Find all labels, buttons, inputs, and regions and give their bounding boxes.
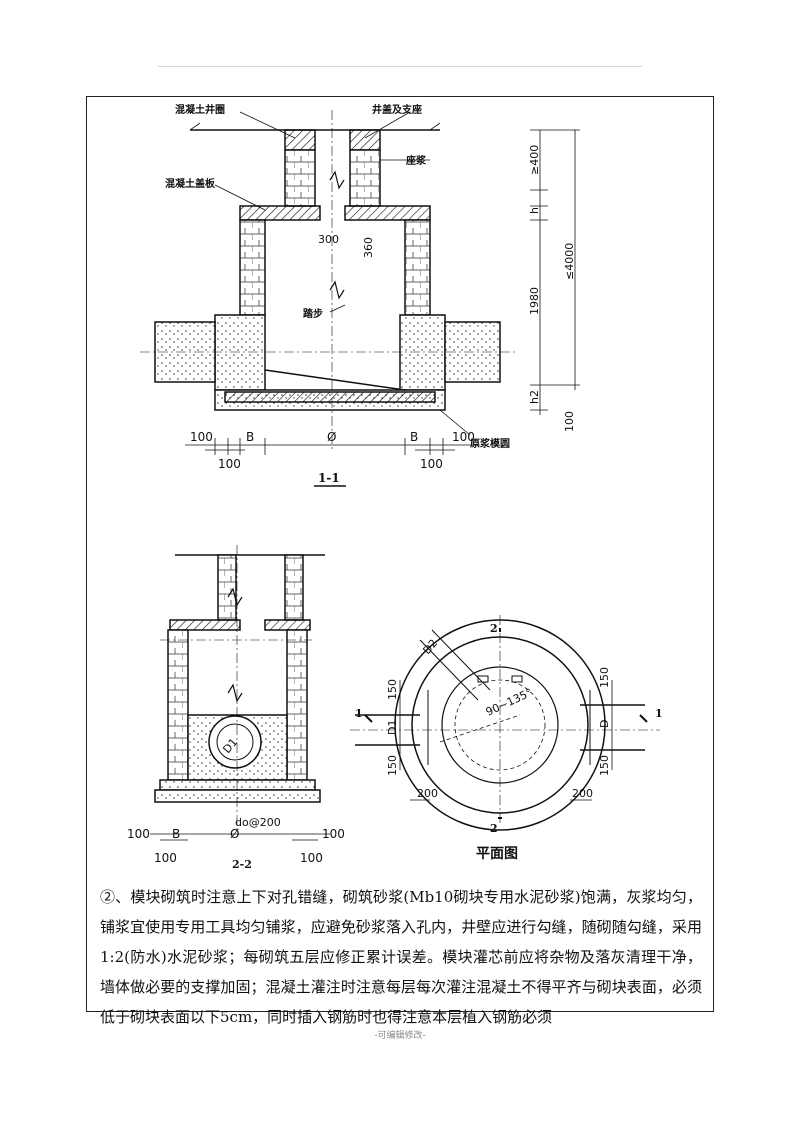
plan-section-2-top: 2 (490, 622, 498, 635)
header-rule (158, 66, 642, 67)
plan-section-1-left: 1 (355, 707, 363, 720)
dim-2-100d: 100 (300, 851, 323, 865)
section-2-2-drawing (150, 545, 330, 841)
dim-2-100a: 100 (127, 827, 150, 841)
label-step: 踏步 (303, 307, 323, 320)
dim-2-pipe: do@200 (235, 816, 281, 829)
plan-section-1-right: 1 (655, 707, 663, 720)
label-slab: 混凝土盖板 (165, 177, 216, 190)
label-base-ring: 原浆模圆 (470, 437, 510, 450)
plan-150-br: 150 (598, 755, 611, 776)
dim-100-right: 100 (563, 411, 576, 432)
label-cover: 井盖及支座 (372, 103, 422, 116)
dim-4000: ≤4000 (563, 243, 576, 280)
section-1-1-title: 1-1 (318, 471, 340, 485)
dim-300: 300 (318, 233, 339, 246)
plan-D: D (598, 720, 611, 728)
plan-section-2-bottom: 2 (490, 822, 498, 835)
dim-bottom-100a: 100 (190, 430, 213, 444)
dim-bottom-100c: 100 (218, 457, 241, 471)
section-1-1-labels: 混凝土井圈 井盖及支座 座浆 混凝土盖板 踏步 原浆模圆 ≥400 h ≤400… (165, 103, 576, 487)
plan-150-tr: 150 (598, 667, 611, 688)
plan-200-left: 200 (417, 787, 438, 800)
dim-bottom-B1: B (246, 430, 254, 444)
plan-angle: 90~135° (484, 686, 535, 719)
plan-150-bl: 150 (386, 755, 399, 776)
plan-d1: D1 (386, 720, 399, 735)
plan-title: 平面图 (476, 846, 518, 862)
dim-h: h (528, 207, 541, 214)
dim-2-B: B (172, 827, 180, 841)
dim-2-100b: 100 (322, 827, 345, 841)
section-1-1-drawing (140, 110, 580, 455)
dim-bottom-B2: B (410, 430, 418, 444)
page-frame (86, 96, 714, 1012)
dim-bottom-phi: Ø (327, 430, 336, 444)
dim-400: ≥400 (528, 145, 541, 175)
plan-150-tl: 150 (386, 679, 399, 700)
dim-h2: h2 (528, 390, 541, 404)
page-footer: -可编辑修改- (374, 1031, 426, 1041)
dim-2-100c: 100 (154, 851, 177, 865)
label-mortar: 座浆 (405, 154, 427, 167)
dim-bottom-100b: 100 (452, 430, 475, 444)
dim-2-phi: Ø (230, 827, 239, 841)
plan-drawing (350, 615, 660, 831)
label-ring: 混凝土井圈 (175, 103, 225, 116)
dim-360: 360 (362, 237, 375, 258)
section-2-2-title: 2-2 (232, 858, 252, 871)
plan-200-right: 200 (572, 787, 593, 800)
body-paragraph: ②、模块砌筑时注意上下对孔错缝，砌筑砂浆(Mb10砌块专用水泥砂浆)饱满，灰浆均… (100, 888, 702, 1026)
section-2-2-labels: D1 100 B Ø 100 100 100 do@200 2-2 (127, 736, 345, 871)
plan-labels: D2 90~135° 150 D1 150 150 D 150 200 200 … (355, 622, 663, 862)
dim-1980: 1980 (528, 287, 541, 315)
dim-bottom-100d: 100 (420, 457, 443, 471)
